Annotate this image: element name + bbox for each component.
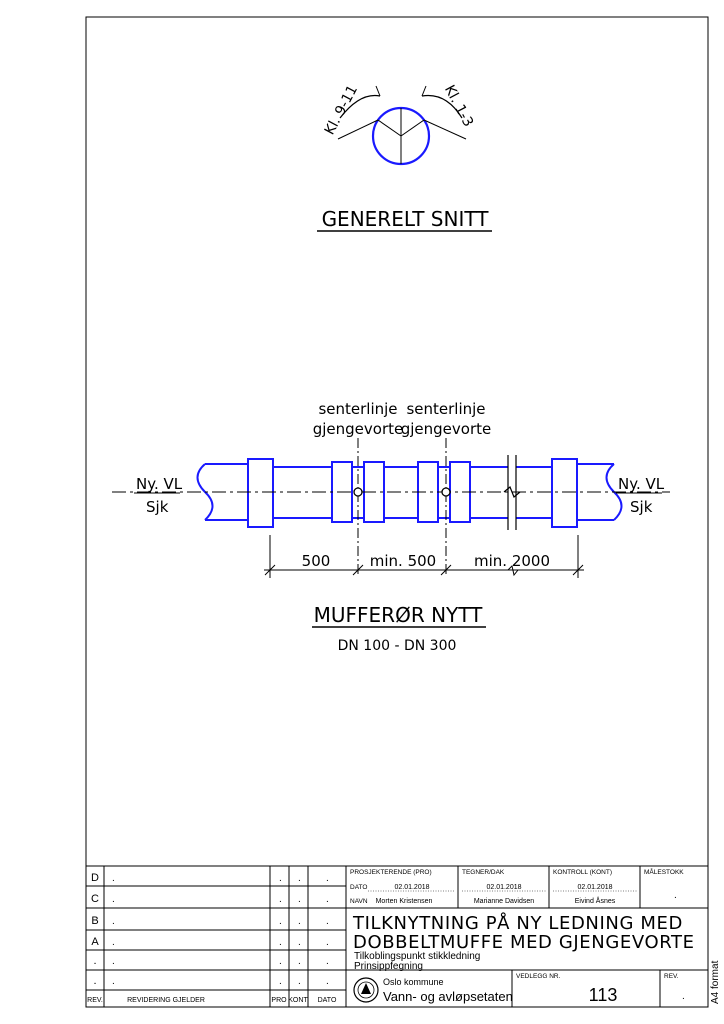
control-name: Eivind Åsnes — [575, 896, 616, 905]
rev-row-dato: . — [326, 956, 329, 967]
format-label: A4 format — [710, 960, 721, 1004]
rev-row-kont: . — [298, 976, 301, 987]
pipe-assembly — [196, 458, 623, 528]
rev-row-code: B — [91, 915, 98, 927]
dimension-min-2000: min. 2000 — [474, 552, 550, 570]
scale-value: . — [674, 890, 677, 901]
rev-row-dato: . — [326, 873, 329, 884]
centerline-labels: senterlinje gjengevorte senterlinje gjen… — [313, 400, 492, 438]
projected-label: PROSJEKTERENDE (PRO) — [350, 869, 432, 876]
rev-row-text: . — [112, 956, 115, 967]
drawing-subtitle-line1: Tilkoblingspunkt stikkledning — [354, 951, 480, 962]
rev-value: . — [682, 991, 685, 1002]
pipe-left-top-label: Ny. VL — [136, 475, 183, 493]
dimension-lines — [264, 535, 584, 578]
rev-row-text: . — [112, 873, 115, 884]
rev-header-text: REVIDERING GJELDER — [127, 997, 205, 1004]
centerline-label-2-line2: gjengevorte — [401, 420, 492, 438]
rev-label: REV. — [664, 973, 679, 980]
thread-markers — [353, 438, 451, 575]
centerline-label-1-line2: gjengevorte — [313, 420, 404, 438]
rev-row-text: . — [112, 894, 115, 905]
rev-header-dato: DATO — [318, 997, 337, 1004]
oslo-logo-icon — [353, 977, 379, 1003]
drawer-name: Marianne Davidsen — [474, 898, 534, 905]
section-label-left: Kl. 9-11 — [322, 83, 361, 138]
dimension-500: 500 — [302, 552, 331, 570]
rev-row-kont: . — [298, 956, 301, 967]
rev-row-code: . — [93, 975, 96, 987]
revision-table — [85, 865, 709, 1008]
rev-row-dato: . — [326, 976, 329, 987]
rev-row-code: D — [91, 872, 99, 884]
rev-row-text: . — [112, 976, 115, 987]
dimension-min-500: min. 500 — [370, 552, 436, 570]
rev-row-kont: . — [298, 916, 301, 927]
drawer-date: 02.01.2018 — [486, 884, 521, 891]
control-label: KONTROLL (KONT) — [553, 869, 612, 876]
scale-label: MÅLESTOKK — [644, 867, 684, 876]
rev-header-pro: PRO — [271, 997, 287, 1004]
rev-row-pro: . — [279, 916, 282, 927]
rev-row-text: . — [112, 916, 115, 927]
drawer-label: TEGNER/DAK — [462, 869, 505, 876]
pipe-right-top-label: Ny. VL — [618, 475, 665, 493]
rev-header-rev: REV. — [87, 997, 103, 1004]
rev-row-dato: . — [326, 916, 329, 927]
centerline-label-1-line1: senterlinje — [318, 400, 397, 418]
rev-row-kont: . — [298, 937, 301, 948]
section-title: GENERELT SNITT — [322, 207, 490, 231]
control-date: 02.01.2018 — [577, 884, 612, 891]
rev-row-pro: . — [279, 873, 282, 884]
pipe-title: MUFFERØR NYTT — [314, 603, 483, 627]
projected-date: 02.01.2018 — [394, 884, 429, 891]
rev-row-text: . — [112, 937, 115, 948]
rev-row-pro: . — [279, 956, 282, 967]
org-name-line2: Vann- og avløpsetaten — [383, 989, 513, 1004]
section-view: Kl. 9-11 Kl. 1-3 — [322, 83, 476, 166]
pipe-right-bottom-label: Sjk — [630, 498, 653, 516]
org-name-line1: Oslo kommune — [383, 977, 444, 987]
pipe-left-bottom-label: Sjk — [146, 498, 169, 516]
rev-header-kont: KONT — [288, 997, 308, 1004]
date-label: DATO — [350, 884, 367, 891]
rev-row-code: . — [93, 955, 96, 967]
rev-row-dato: . — [326, 894, 329, 905]
name-label: NAVN — [350, 898, 368, 905]
attachment-number: 113 — [589, 985, 618, 1005]
rev-row-kont: . — [298, 894, 301, 905]
rev-row-code: C — [91, 893, 99, 905]
drawing-subtitle-line2: Prinsippfegning — [354, 961, 423, 972]
rev-row-code: A — [91, 936, 99, 948]
drawing-title-line1: TILKNYTNING PÅ NY LEDNING MED — [352, 912, 683, 934]
sheet-frame — [85, 16, 709, 1008]
centerline-label-2-line1: senterlinje — [406, 400, 485, 418]
rev-row-kont: . — [298, 873, 301, 884]
projected-name: Morten Kristensen — [376, 898, 433, 905]
pipe-subtitle: DN 100 - DN 300 — [338, 638, 457, 654]
rev-row-dato: . — [326, 937, 329, 948]
rev-row-pro: . — [279, 937, 282, 948]
rev-row-pro: . — [279, 894, 282, 905]
attachment-label: VEDLEGG NR. — [516, 973, 561, 980]
section-label-right: Kl. 1-3 — [441, 83, 476, 130]
rev-row-pro: . — [279, 976, 282, 987]
drawing-title-line2: DOBBELTMUFFE MED GJENGEVORTE — [353, 932, 695, 953]
